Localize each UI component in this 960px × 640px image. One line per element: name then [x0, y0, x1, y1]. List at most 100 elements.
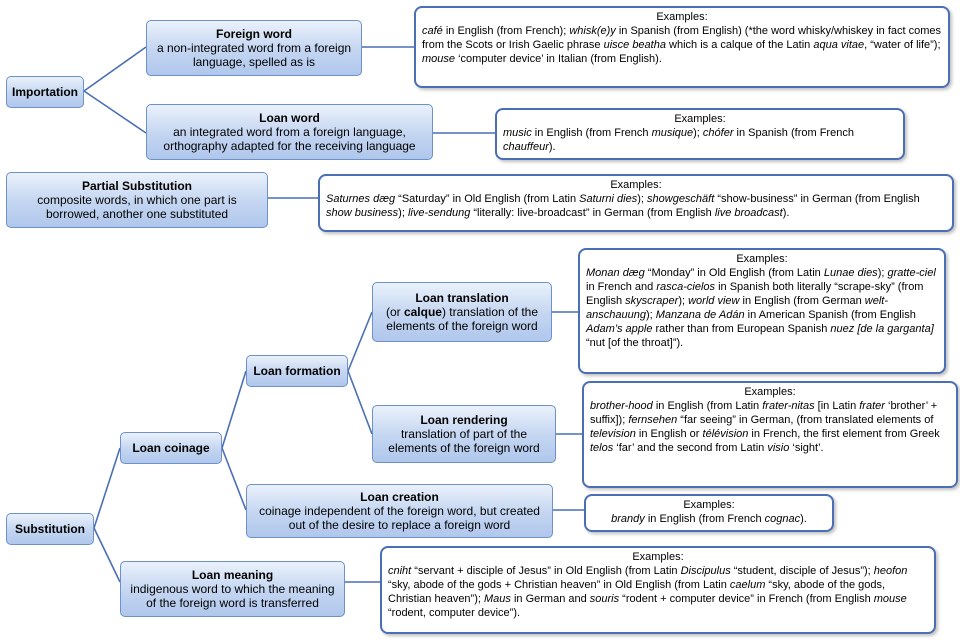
node-loan-coinage: Loan coinage: [120, 432, 222, 464]
example-text: in Spanish both literally “scrape-sky” (…: [586, 281, 924, 307]
example-text: which is a calque of the Latin: [665, 39, 814, 51]
example-term: musique: [651, 127, 694, 139]
node-loan-rendering-title: Loan rendering: [420, 413, 508, 427]
node-partial-substitution-title: Partial Substitution: [81, 179, 192, 193]
example-text: “far seeing” in German, (from translated…: [677, 414, 934, 426]
node-importation: Importation: [6, 76, 84, 108]
example-text: ).: [782, 207, 790, 219]
node-loan-translation: Loan translation (or calque) translation…: [372, 282, 552, 342]
example-term: Monan dæg: [586, 267, 645, 279]
example-text: ).: [800, 513, 807, 525]
example-text: );: [637, 193, 648, 205]
node-loan-translation-title: Loan translation: [415, 291, 509, 305]
example-text: “nut [of the throat]”).: [586, 337, 684, 349]
examples-heading: Examples:: [674, 113, 726, 125]
example-term: whisk(e)y: [569, 25, 616, 37]
example-text: );: [693, 127, 703, 139]
node-loan-rendering-desc: translation of part of the elements of t…: [388, 427, 540, 455]
node-loan-meaning-title: Loan meaning: [191, 568, 274, 582]
example-term: live broadcast: [714, 207, 783, 219]
examples-loan-word: Examples: music in English (from French …: [495, 108, 905, 160]
example-term: caelum: [729, 579, 766, 591]
example-term: show business: [326, 207, 399, 219]
example-term: chauffeur: [503, 141, 549, 153]
example-text: in Spanish (from French: [733, 127, 854, 139]
examples-loan-creation: Examples: brandy in English (from French…: [584, 494, 834, 532]
example-term: visio: [767, 442, 790, 454]
node-loan-translation-desc: (or calque) translation of the elements …: [385, 305, 539, 333]
example-text: in English (from French: [644, 513, 765, 525]
example-text: “Saturday” in Old English (from Latin: [395, 193, 580, 205]
node-foreign-word-title: Foreign word: [216, 27, 292, 41]
connector-formation-translation: [347, 311, 373, 372]
example-term: cniht: [388, 565, 412, 577]
example-term: live-sendung: [407, 207, 471, 219]
node-partial-substitution: Partial Substitution composite words, in…: [6, 172, 268, 228]
example-term: welt-anschauung: [586, 295, 889, 321]
node-substitution: Substitution: [6, 513, 94, 545]
example-term: Lunae dies: [823, 267, 878, 279]
example-term: frater-nitas: [762, 400, 815, 412]
example-text: in English or: [635, 428, 703, 440]
calque-term: calque: [403, 305, 442, 319]
example-term: télévision: [702, 428, 749, 440]
example-term: heofon: [873, 565, 908, 577]
example-text: “sky, abode of the gods, Christian heave…: [388, 579, 886, 605]
example-text: rather than from European Spanish: [652, 323, 831, 335]
node-loan-creation-title: Loan creation: [360, 490, 439, 504]
example-text: ‘computer device’ in Italian (from Engli…: [455, 53, 662, 65]
example-term: music: [503, 127, 532, 139]
connector-coinage-creation: [221, 447, 247, 511]
examples-body: Saturnes dæg “Saturday” in Old English (…: [326, 192, 946, 220]
node-substitution-label: Substitution: [15, 522, 85, 536]
example-term: cognac: [764, 513, 801, 525]
examples-heading: Examples:: [610, 179, 662, 191]
example-text: );: [877, 267, 888, 279]
example-text: in English (from French);: [442, 25, 570, 37]
example-text: in Spanish (from English) (*the word whi…: [422, 25, 942, 51]
example-term: chófer: [702, 127, 734, 139]
examples-body: cniht “servant + disciple of Jesus” in O…: [388, 564, 928, 620]
example-text: ‘sight’.: [789, 442, 824, 454]
examples-loan-translation: Examples: Monan dæg “Monday” in Old Engl…: [578, 248, 946, 374]
example-term: fernsehen: [628, 414, 678, 426]
node-loan-word: Loan word an integrated word from a fore…: [146, 104, 433, 160]
node-loan-word-title: Loan word: [259, 111, 320, 125]
example-text: “rodent + computer device” in French (fr…: [619, 593, 874, 605]
node-partial-substitution-desc: composite words, in which one part is bo…: [37, 193, 237, 221]
example-text: [in Latin: [814, 400, 860, 412]
examples-body: brandy in English (from French cognac).: [592, 512, 826, 526]
examples-heading: Examples:: [683, 499, 735, 511]
example-text: in French and: [586, 281, 657, 293]
example-term: frater: [859, 400, 885, 412]
examples-loan-rendering: Examples: brother-hood in English (from …: [582, 381, 958, 488]
node-loan-coinage-label: Loan coinage: [132, 441, 210, 455]
examples-heading: Examples:: [744, 386, 796, 398]
example-term: rasca-cielos: [656, 281, 716, 293]
example-term: showgeschäft: [647, 193, 715, 205]
example-text: ‘far’ and the second from Latin: [613, 442, 768, 454]
example-text: “student, disciple of Jesus”);: [730, 565, 874, 577]
example-term: world view: [688, 295, 740, 307]
example-text: “servant + disciple of Jesus” in Old Eng…: [411, 565, 681, 577]
example-text: , “water of life”);: [864, 39, 941, 51]
example-text: );: [398, 207, 408, 219]
node-loan-formation-label: Loan formation: [253, 364, 341, 378]
example-term: Maus: [484, 593, 511, 605]
example-text: );: [645, 309, 656, 321]
example-term: telos: [590, 442, 614, 454]
example-term: television: [590, 428, 636, 440]
example-term: Saturnes dæg: [326, 193, 396, 205]
node-loan-rendering: Loan rendering translation of part of th…: [372, 405, 556, 463]
node-loan-meaning: Loan meaning indigenous word to which th…: [120, 561, 345, 617]
examples-loan-meaning: Examples: cniht “servant + disciple of J…: [380, 546, 936, 634]
example-text: ).: [548, 141, 556, 153]
example-text: “Monday” in Old English (from Latin: [644, 267, 824, 279]
example-text: ‘brother’ + suffix]);: [590, 400, 938, 426]
example-text: in German and: [510, 593, 590, 605]
examples-body: café in English (from French); whisk(e)y…: [422, 24, 942, 66]
examples-body: Monan dæg “Monday” in Old English (from …: [586, 266, 938, 350]
examples-partial-substitution: Examples: Saturnes dæg “Saturday” in Old…: [318, 174, 954, 232]
example-term: Saturni dies: [579, 193, 638, 205]
